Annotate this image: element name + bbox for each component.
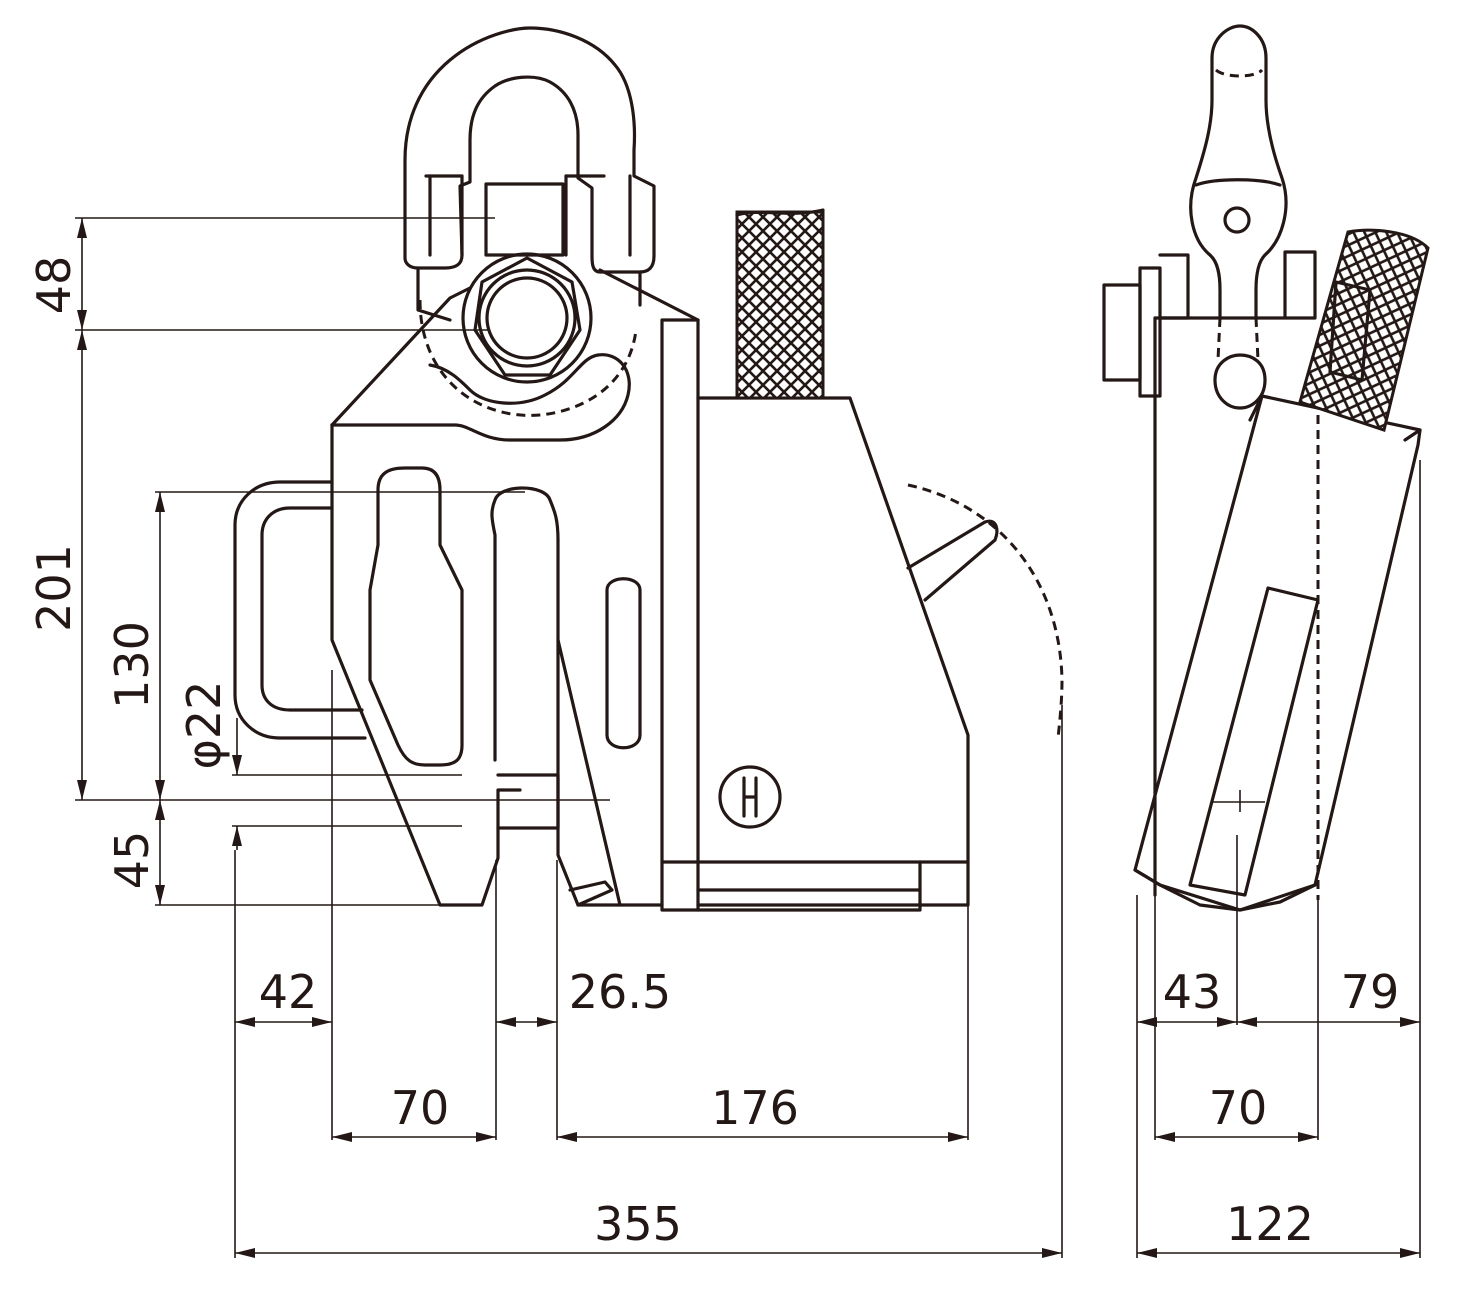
dim-130-label: 130 xyxy=(105,621,159,709)
dim-176-label: 176 xyxy=(711,1081,799,1135)
lifting-shackle xyxy=(403,26,656,322)
side-knurled-grip-bracket xyxy=(1328,280,1372,382)
side-view xyxy=(1102,24,1430,912)
dim-42-label: 42 xyxy=(259,965,318,1019)
jaw-pin xyxy=(496,773,560,830)
side-nut xyxy=(1102,253,1190,398)
dim-79-label: 79 xyxy=(1341,965,1400,1019)
side-jaw xyxy=(1133,394,1422,912)
side-shackle xyxy=(1189,24,1288,320)
body-slots xyxy=(368,466,642,767)
side-pin-loop xyxy=(1213,317,1267,410)
dim-48-label: 48 xyxy=(27,256,81,315)
shackle-nut xyxy=(461,252,593,384)
front-dimension-labels: 48 201 130 φ22 45 42 26.5 70 176 355 xyxy=(27,256,799,1251)
dim-43-label: 43 xyxy=(1163,965,1222,1019)
dim-26-5-label: 26.5 xyxy=(569,965,671,1019)
side-dimension-labels: 43 79 70 122 xyxy=(1163,965,1400,1251)
side-dimension-lines xyxy=(1136,460,1421,1258)
side-crossbar xyxy=(1153,250,1317,320)
right-block xyxy=(660,396,999,912)
dim-45-label: 45 xyxy=(105,831,159,890)
side-knurled-grip xyxy=(1298,228,1430,432)
front-view xyxy=(233,26,1064,912)
dim-70-side-label: 70 xyxy=(1209,1081,1268,1135)
handle-swing-arc xyxy=(907,483,1064,739)
front-dimension-lines xyxy=(75,217,1063,1258)
knurled-grip xyxy=(735,210,825,400)
dim-70-label: 70 xyxy=(391,1081,450,1135)
knurled-grip-top xyxy=(735,208,825,217)
dim-phi22-label: φ22 xyxy=(177,681,231,770)
dim-355-label: 355 xyxy=(594,1197,682,1251)
dim-122-label: 122 xyxy=(1226,1197,1314,1251)
side-handle xyxy=(233,480,367,740)
lock-indicator-icon xyxy=(718,765,782,829)
dim-201-label: 201 xyxy=(27,544,81,632)
